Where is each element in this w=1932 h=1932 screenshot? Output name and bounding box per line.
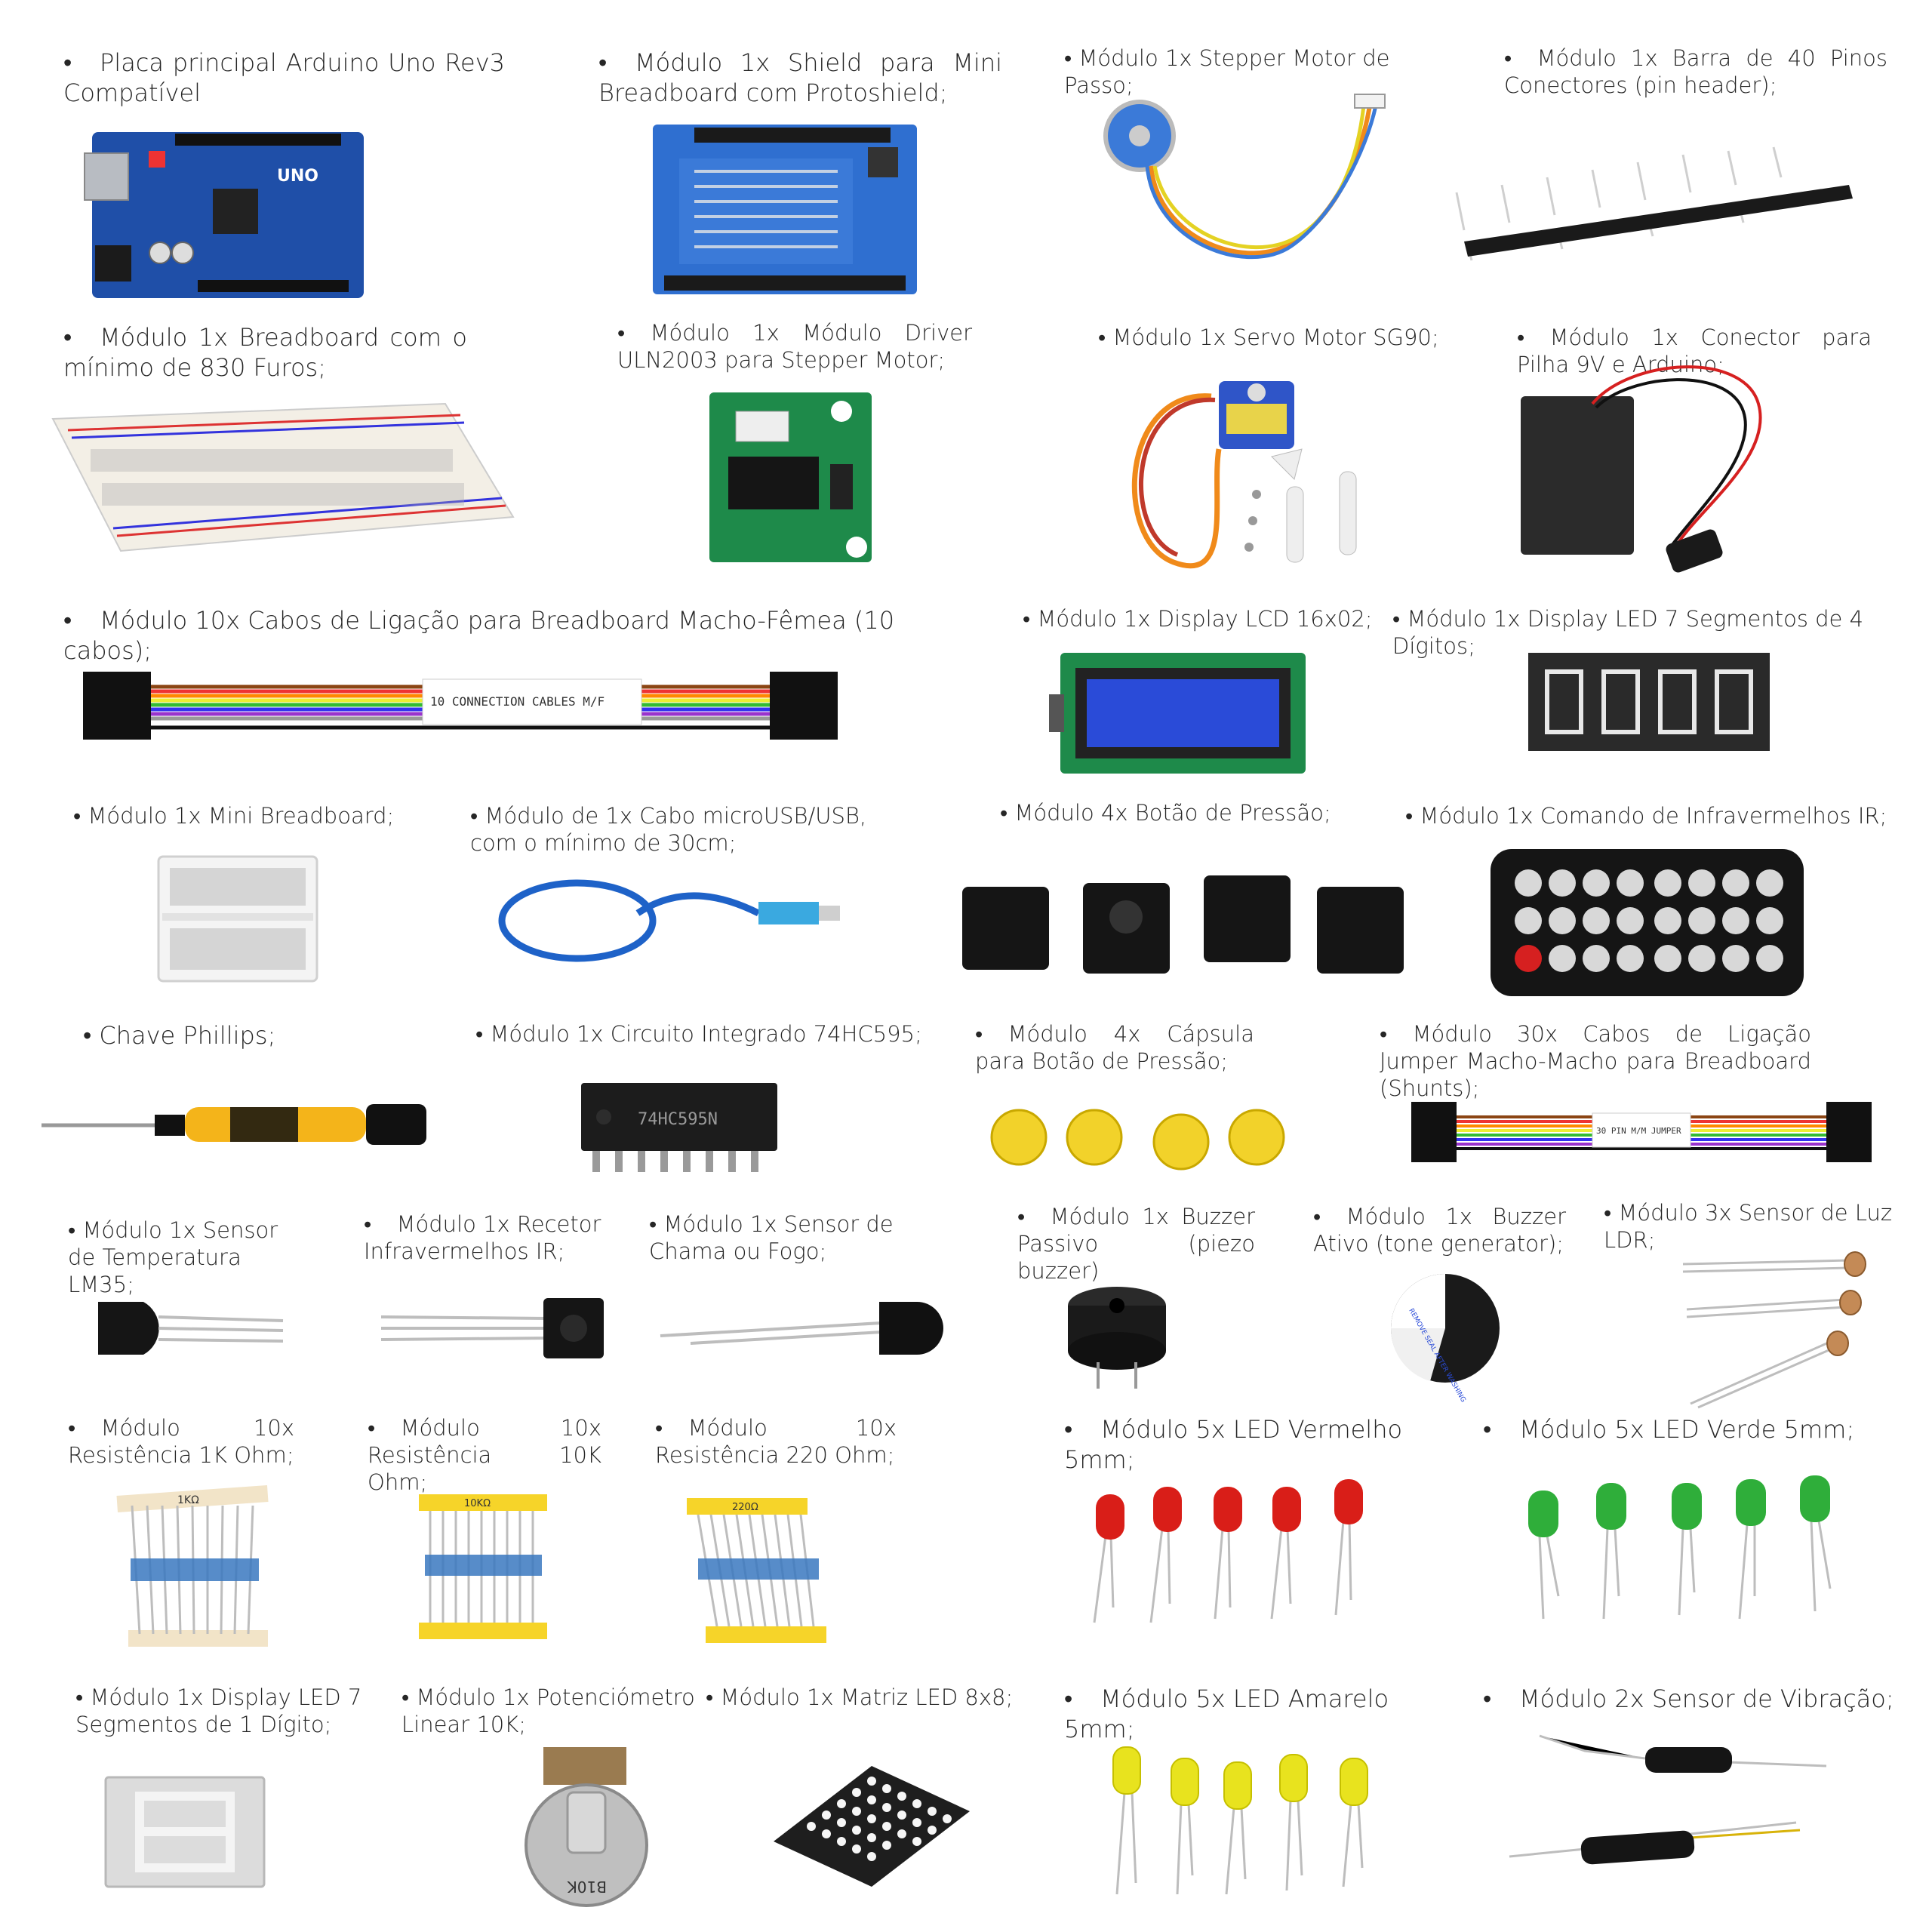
item-resistor-1k: •Módulo 10x Resistência 1K Ohm;: [68, 1415, 294, 1468]
pot-marking: B10K: [567, 1878, 607, 1896]
item-passive-buzzer: •Módulo 1x Buzzer Passivo (piezo buzzer): [1017, 1204, 1255, 1284]
lm35-sensor-icon: [91, 1287, 287, 1370]
item-ir-receiver: •Módulo 1x Recetor Infravermelhos IR;: [364, 1211, 601, 1264]
item-led-matrix: • Módulo 1x Matriz LED 8x8;: [706, 1684, 1014, 1710]
ir-remote-icon: [1491, 849, 1804, 996]
item-jumper-cables-mm: •Módulo 30x Cabos de Ligação Jumper Mach…: [1380, 1021, 1811, 1101]
item-active-buzzer: •Módulo 1x Buzzer Ativo (tone generator)…: [1313, 1204, 1566, 1257]
seven-segment-1digit-icon: [104, 1776, 266, 1888]
item-lm35: • Módulo 1x Sensor de Temperatura LM35;: [68, 1217, 278, 1297]
battery-connector-icon: [1517, 358, 1766, 577]
item-servo-motor: • Módulo 1x Servo Motor SG90;: [1098, 325, 1439, 350]
resistor-tape-label: 10KΩ: [464, 1498, 491, 1509]
item-stepper-motor: • Módulo 1x Stepper Motor de Passo;: [1064, 45, 1390, 98]
mini-breadboard-icon: [155, 849, 321, 985]
resistor-tape-label: 1KΩ: [177, 1494, 199, 1506]
cable-tag-label: 30 PIN M/M JUMPER: [1596, 1126, 1681, 1136]
item-ir-remote: • Módulo 1x Comando de Infravermelhos IR…: [1405, 803, 1887, 829]
item-breadboard: •Módulo 1x Breadboard com o mínimo de 83…: [63, 323, 467, 382]
flame-sensor-icon: [645, 1283, 962, 1366]
protoshield-icon: [649, 117, 921, 298]
item-flame-sensor: • Módulo 1x Sensor de Chama ou Fogo;: [649, 1211, 894, 1264]
push-button-icon: [962, 872, 1407, 985]
resistor-1k-icon: 1KΩ: [116, 1485, 269, 1649]
item-ldr-sensor: • Módulo 3x Sensor de Luz LDR;: [1604, 1200, 1893, 1253]
item-pin-header: •Módulo 1x Barra de 40 Pinos Conectores …: [1504, 45, 1887, 98]
ldr-sensor-icon: [1682, 1238, 1879, 1411]
item-mini-breadboard: • Módulo 1x Mini Breadboard;: [73, 803, 395, 829]
item-arduino-uno: •Placa principal Arduino Uno Rev3 Compat…: [63, 48, 505, 107]
ir-receiver-icon: [380, 1287, 608, 1370]
resistor-tape-label: 220Ω: [732, 1502, 758, 1513]
item-lcd-display: • Módulo 1x Display LCD 16x02;: [1023, 606, 1373, 632]
pin-header-icon: [1449, 146, 1857, 268]
svg-text:UNO: UNO: [277, 167, 318, 186]
ic-marking: 74HC595N: [638, 1110, 718, 1129]
yellow-led-icon: [1102, 1732, 1374, 1898]
breadboard-icon: [51, 402, 515, 552]
jumper-cables-mm-icon: 30 PIN M/M JUMPER: [1411, 1087, 1872, 1174]
item-jumper-cables-mf: •Módulo 10x Cabos de Ligação para Breadb…: [63, 606, 895, 665]
item-yellow-led: •Módulo 5x LED Amarelo 5mm;: [1064, 1684, 1389, 1743]
item-seven-segment-4digit: • Módulo 1x Display LED 7 Segmentos de 4…: [1392, 606, 1864, 659]
red-led-icon: [1079, 1475, 1381, 1626]
stepper-motor-icon: [1098, 91, 1415, 275]
passive-buzzer-icon: [1064, 1275, 1170, 1389]
seven-segment-4digit-icon: [1528, 653, 1770, 751]
arduino-uno-board-icon: UNO: [84, 117, 371, 302]
item-potentiometer: • Módulo 1x Potenciómetro Linear 10K;: [401, 1684, 695, 1737]
resistor-220-icon: 220Ω: [687, 1494, 826, 1645]
cable-tag-label: 10 CONNECTION CABLES M/F: [430, 694, 605, 709]
item-ic-74hc595: • Módulo 1x Circuito Integrado 74HC595;: [475, 1021, 922, 1047]
item-resistor-220: •Módulo 10x Resistência 220 Ohm;: [655, 1415, 897, 1468]
servo-motor-icon: [1106, 374, 1430, 577]
item-button-cap: •Módulo 4x Cápsula para Botão de Pressão…: [975, 1021, 1254, 1074]
led-matrix-icon: [774, 1766, 970, 1887]
active-buzzer-icon: REMOVE SEAL AFTER WASHING: [1377, 1268, 1509, 1404]
resistor-10k-icon: 10KΩ: [419, 1491, 547, 1641]
item-seven-segment-1digit: • Módulo 1x Display LED 7 Segmentos de 1…: [75, 1684, 362, 1737]
item-vibration-sensor: •Módulo 2x Sensor de Vibração;: [1483, 1684, 1894, 1713]
potentiometer-icon: B10K: [521, 1747, 653, 1907]
lcd-display-icon: [1049, 649, 1309, 781]
ic-74hc595-icon: 74HC595N: [577, 1075, 781, 1174]
item-battery-connector: •Módulo 1x Conector para Pilha 9V e Ardu…: [1517, 325, 1872, 377]
item-push-button: • Módulo 4x Botão de Pressão;: [1000, 800, 1331, 826]
screwdriver-icon: [42, 1098, 430, 1151]
usb-cable-icon: [487, 868, 841, 974]
item-resistor-10k: •Módulo 10x Resistência 10K Ohm;: [368, 1415, 601, 1495]
green-led-icon: [1513, 1468, 1832, 1626]
button-cap-icon: [989, 1106, 1291, 1174]
item-uln2003: •Módulo 1x Módulo Driver ULN2003 para St…: [617, 320, 972, 373]
jumper-cables-mf-icon: 10 CONNECTION CABLES M/F: [83, 657, 838, 747]
uln2003-driver-icon: [706, 389, 875, 566]
vibration-sensor-icon: [1509, 1728, 1827, 1872]
item-red-led: •Módulo 5x LED Vermelho 5mm;: [1064, 1415, 1403, 1474]
item-protoshield: •Módulo 1x Shield para Mini Breadboard c…: [598, 48, 1002, 107]
item-usb-cable: • Módulo de 1x Cabo microUSB/USB, com o …: [470, 803, 867, 856]
item-screwdriver: • Chave Phillips;: [83, 1021, 276, 1050]
item-green-led: •Módulo 5x LED Verde 5mm;: [1483, 1415, 1855, 1444]
